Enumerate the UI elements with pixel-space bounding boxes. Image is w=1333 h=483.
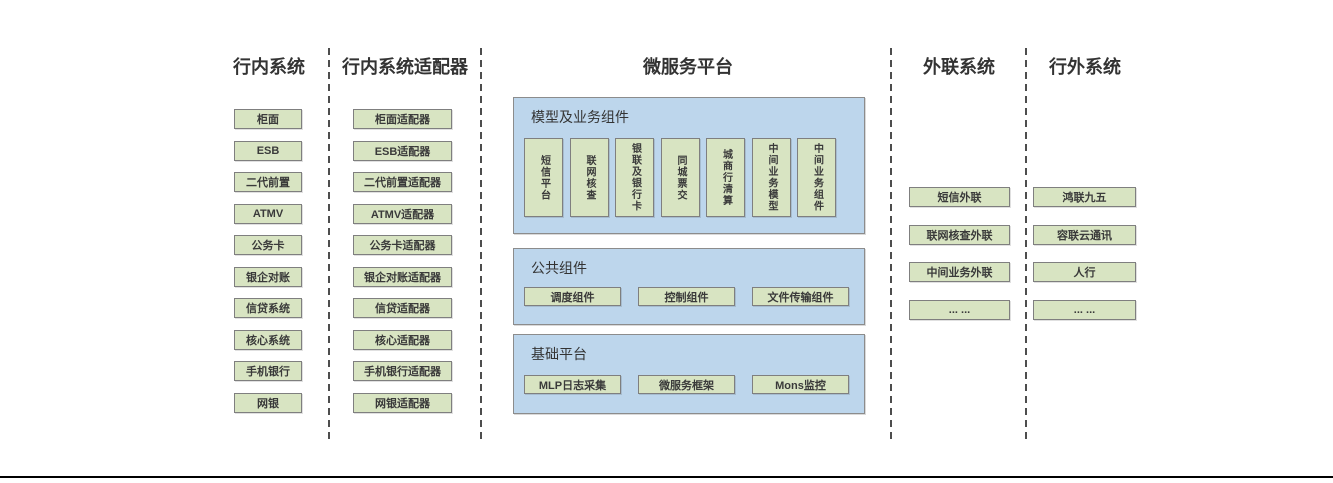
column-header-adapters: 行内系统适配器 [342, 57, 468, 77]
column-header-external: 行外系统 [1049, 57, 1121, 77]
list-item: 银企对账 [234, 266, 302, 287]
list-item: 网银适配器 [353, 392, 452, 413]
list-item: ... ... [1033, 299, 1136, 320]
panel-base-platform: 基础平台 MLP日志采集微服务框架 Mons监控 [513, 334, 865, 414]
divider-1 [328, 48, 330, 444]
common-components-list: 调度组件控制组件文件传输组件 [524, 287, 849, 306]
list-item: 短信平台 [524, 138, 563, 217]
list-item: 文件传输组件 [752, 287, 849, 306]
list-item: 公务卡 [234, 235, 302, 255]
list-item: 手机银行适配器 [353, 361, 452, 381]
base-platform-list: MLP日志采集微服务框架 Mons监控 [524, 375, 849, 394]
column-header-microservice: 微服务平台 [643, 57, 733, 77]
list-item: 联网核查外联 [909, 224, 1010, 245]
list-item: 城商行清算 [706, 138, 745, 217]
outreach-systems-list: 短信外联联网核查外联中间业务外联 ... ... [909, 187, 1010, 320]
divider-4 [1025, 48, 1027, 444]
column-header-outreach: 外联系统 [923, 57, 995, 77]
list-item: 微服务框架 [638, 375, 735, 394]
list-item: 短信外联 [909, 187, 1010, 207]
list-item: 控制组件 [638, 287, 735, 306]
list-item: 中间业务模型 [751, 138, 791, 217]
list-item: MLP日志采集 [524, 375, 621, 394]
panel-model-business-components: 模型及业务组件 短信平台联网核查银联及银行卡同城票交城商行清算中间业务模型中间业… [513, 97, 865, 234]
list-item: 信贷系统 [234, 298, 302, 318]
list-item: 二代前置 [234, 172, 302, 192]
panel-title: 模型及业务组件 [531, 109, 629, 125]
list-item: 容联云通讯 [1033, 224, 1136, 245]
panel-title: 公共组件 [531, 260, 587, 276]
list-item: 人行 [1033, 262, 1136, 282]
panel-title: 基础平台 [531, 346, 587, 362]
panel-common-components: 公共组件 调度组件控制组件文件传输组件 [513, 248, 865, 325]
list-item: 鸿联九五 [1033, 187, 1136, 207]
list-item: 柜面 [234, 109, 302, 129]
list-item: 核心适配器 [353, 329, 452, 350]
list-item: 同城票交 [660, 138, 700, 217]
list-item: 银联及银行卡 [615, 138, 654, 217]
list-item: 柜面适配器 [353, 109, 452, 129]
list-item: ESB适配器 [353, 140, 452, 161]
divider-2 [480, 48, 482, 444]
list-item: ATMV适配器 [353, 203, 452, 224]
adapters-list: 柜面适配器 ESB适配器二代前置适配器 ATMV适配器公务卡适配器银企对账适配器信贷… [353, 109, 452, 413]
column-header-internal-systems: 行内系统 [233, 57, 305, 77]
list-item: 手机银行 [234, 361, 302, 381]
list-item: 调度组件 [524, 287, 621, 306]
list-item: 中间业务组件 [797, 138, 836, 217]
internal-systems-list: 柜面 ESB 二代前置 ATMV 公务卡银企对账信贷系统核心系统手机银行网银 [234, 109, 302, 413]
list-item: 联网核查 [569, 138, 609, 217]
list-item: 二代前置适配器 [353, 172, 452, 192]
external-systems-list: 鸿联九五容联云通讯人行 ... ... [1033, 187, 1136, 320]
list-item: 公务卡适配器 [353, 235, 452, 255]
list-item: ... ... [909, 299, 1010, 320]
list-item: ESB [234, 140, 302, 161]
bottom-rule [0, 476, 1333, 478]
model-components-list: 短信平台联网核查银联及银行卡同城票交城商行清算中间业务模型中间业务组件 [524, 138, 836, 217]
list-item: ATMV [234, 203, 302, 224]
list-item: 信贷适配器 [353, 298, 452, 318]
divider-3 [890, 48, 892, 444]
list-item: 核心系统 [234, 329, 302, 350]
list-item: 银企对账适配器 [353, 266, 452, 287]
list-item: Mons监控 [752, 375, 849, 394]
list-item: 中间业务外联 [909, 262, 1010, 282]
list-item: 网银 [234, 392, 302, 413]
